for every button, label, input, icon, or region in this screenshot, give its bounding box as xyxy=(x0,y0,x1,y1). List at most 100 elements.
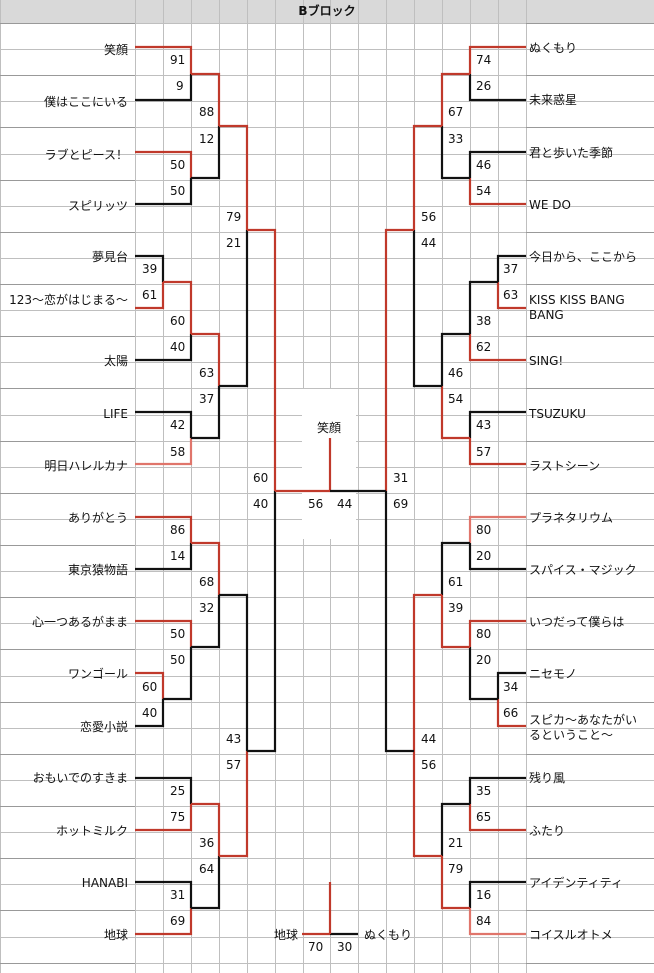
bracket-line xyxy=(496,282,526,310)
score: 40 xyxy=(142,706,158,720)
bracket-line xyxy=(135,438,193,466)
bracket-line xyxy=(496,254,526,282)
bracket-line xyxy=(468,74,526,102)
bracket-line xyxy=(496,671,526,699)
score: 64 xyxy=(199,862,215,876)
bracket-line xyxy=(384,491,414,753)
final-right-score: 44 xyxy=(337,497,353,511)
bracket-line xyxy=(468,438,526,466)
score: 56 xyxy=(421,758,437,772)
score: 26 xyxy=(476,79,492,93)
bracket-line xyxy=(384,228,414,491)
score: 46 xyxy=(476,158,492,172)
score: 39 xyxy=(448,601,464,615)
score: 67 xyxy=(448,105,464,119)
bracket-line xyxy=(440,541,470,595)
bracket-line xyxy=(468,880,526,908)
right-name-2: 未来惑星 xyxy=(529,93,578,107)
score: 37 xyxy=(503,262,519,276)
bracket-line xyxy=(468,45,526,74)
score: 32 xyxy=(199,601,215,615)
bracket-line xyxy=(412,751,442,858)
right-name-3: 君と歩いた季節 xyxy=(529,146,614,160)
bracket-line xyxy=(440,802,470,856)
score: 50 xyxy=(170,627,186,641)
right-name-5: 今日から、ここから xyxy=(529,250,638,264)
bracket-line xyxy=(412,593,442,751)
score: 50 xyxy=(170,158,186,172)
bracket-line xyxy=(219,124,249,230)
score: 65 xyxy=(476,810,492,824)
final-left-score: 56 xyxy=(308,497,324,511)
score: 80 xyxy=(476,523,492,537)
right-name-10: プラネタリウム xyxy=(529,511,614,525)
score: 79 xyxy=(448,862,464,876)
bracket-line xyxy=(135,282,165,310)
score: 68 xyxy=(199,575,215,589)
bracket-line xyxy=(135,619,193,647)
score: 79 xyxy=(226,210,242,224)
third-left-name: 地球 xyxy=(273,928,298,942)
bracket-line xyxy=(412,124,442,230)
score: 56 xyxy=(421,210,437,224)
third-left-score: 70 xyxy=(308,940,324,954)
right-name-7: SING! xyxy=(529,354,564,368)
bracket-line xyxy=(440,386,470,440)
left-name-1: 笑顔 xyxy=(103,43,128,57)
left-name-7: 太陽 xyxy=(103,354,128,368)
score: 60 xyxy=(142,680,158,694)
bracket-line xyxy=(440,72,470,126)
bracket-line xyxy=(440,126,470,180)
score: 31 xyxy=(170,888,186,902)
champion-name: 笑顔 xyxy=(316,421,341,435)
block-title: Bブロック xyxy=(298,4,356,18)
bracket-line xyxy=(412,230,442,388)
right-name-17: アイデンティティ xyxy=(529,876,623,890)
score: 37 xyxy=(199,392,215,406)
right-name-8: TSUZUKU xyxy=(529,407,586,421)
bracket-line xyxy=(163,280,193,334)
bracket-line xyxy=(219,230,249,388)
left-name-16: ホットミルク xyxy=(55,824,128,838)
bracket-line xyxy=(191,126,221,180)
left-name-5: 夢見台 xyxy=(91,250,128,264)
score: 54 xyxy=(448,392,464,406)
score: 61 xyxy=(448,575,464,589)
bracket-line xyxy=(135,254,165,282)
score: 36 xyxy=(199,836,215,850)
bracket-line xyxy=(135,699,165,728)
bracket-line xyxy=(468,150,526,178)
score: 20 xyxy=(476,653,492,667)
left-name-15: おもいでのすきま xyxy=(32,771,128,785)
bracket-line xyxy=(135,150,193,178)
right-name-13: ニセモノ xyxy=(529,667,578,681)
score: 91 xyxy=(170,53,186,67)
score: 75 xyxy=(170,810,186,824)
left-name-4: スピリッツ xyxy=(67,199,128,213)
bracket-line xyxy=(135,671,165,699)
score: 60 xyxy=(170,314,186,328)
bracket-line xyxy=(135,74,193,102)
score: 86 xyxy=(170,523,186,537)
bracket-line xyxy=(468,280,498,334)
bracket-line xyxy=(247,228,277,491)
score: 20 xyxy=(476,549,492,563)
score: 63 xyxy=(199,366,215,380)
bracket-line xyxy=(219,751,249,858)
bracket-line xyxy=(468,804,526,832)
bracket-line xyxy=(468,619,526,647)
left-name-10: ありがとう xyxy=(67,511,128,525)
bracket-line xyxy=(135,45,193,74)
third-right-name: ぬくもり xyxy=(364,928,413,942)
bracket-line xyxy=(496,699,526,728)
score: 25 xyxy=(170,784,186,798)
bracket-line xyxy=(191,595,221,649)
score: 40 xyxy=(253,497,269,511)
score: 21 xyxy=(448,836,464,850)
score: 66 xyxy=(503,706,519,720)
score: 31 xyxy=(393,471,409,485)
third-right-score: 30 xyxy=(337,940,353,954)
right-name-6: KISS KISS BANG BANG xyxy=(529,293,625,322)
right-name-14: スピカ〜あなたがいるということ〜 xyxy=(529,713,638,742)
